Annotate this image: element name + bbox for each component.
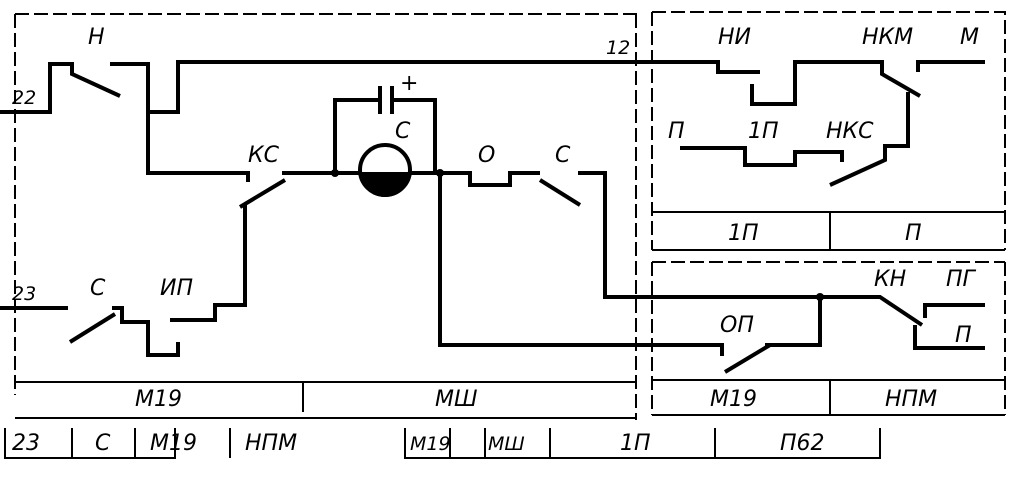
- capacitor-plus: +: [400, 71, 418, 96]
- contact-label-ni: НИ: [718, 25, 751, 50]
- block-label-msh: МШ: [435, 387, 478, 412]
- wire-label-23: 23: [12, 283, 36, 305]
- block-label-m19-right: М19: [710, 387, 757, 412]
- block-label-p: П: [905, 221, 922, 246]
- terminal-c: С: [95, 431, 111, 456]
- terminal-p62: П62: [780, 431, 825, 456]
- terminal-23: 23: [12, 431, 40, 456]
- contact-label-o: О: [478, 143, 495, 168]
- contact-label-kn: КН: [874, 267, 906, 292]
- terminal-m19-2: М19: [410, 433, 451, 455]
- contact-label-n: Н: [88, 25, 105, 50]
- terminal-npm: НПМ: [245, 431, 297, 456]
- enclosure-right-lower: [651, 261, 1006, 416]
- enclosure-left: [14, 13, 640, 420]
- contact-label-nkm: НКМ: [862, 25, 913, 50]
- contact-label-p: П: [668, 119, 685, 144]
- contact-label-ip: ИП: [160, 276, 193, 301]
- motor-label: С: [395, 119, 411, 144]
- bottom-terminal-strip: [4, 428, 881, 459]
- terminal-msh: МШ: [488, 433, 525, 455]
- contact-label-pg: ПГ: [946, 267, 977, 292]
- contact-label-ks: КС: [248, 143, 280, 168]
- block-label-m19: М19: [135, 387, 182, 412]
- block-label-npm: НПМ: [885, 387, 937, 412]
- contact-label-m: М: [960, 25, 979, 50]
- enclosure-right-upper: [651, 11, 1006, 251]
- contact-label-1p: 1П: [748, 119, 779, 144]
- block-label-1p: 1П: [728, 221, 759, 246]
- contact-label-c-right: С: [555, 143, 571, 168]
- wire-label-22: 22: [12, 87, 36, 109]
- terminal-1p: 1П: [620, 431, 651, 456]
- contact-label-c-left: С: [90, 276, 106, 301]
- contact-label-nks: НКС: [826, 119, 874, 144]
- motor-symbol: [358, 143, 412, 197]
- terminal-m19: М19: [150, 431, 197, 456]
- contact-label-op: ОП: [720, 313, 754, 338]
- wiring: [0, 60, 985, 374]
- wire-label-12: 12: [606, 37, 630, 59]
- contact-label-p-low: П: [955, 323, 972, 348]
